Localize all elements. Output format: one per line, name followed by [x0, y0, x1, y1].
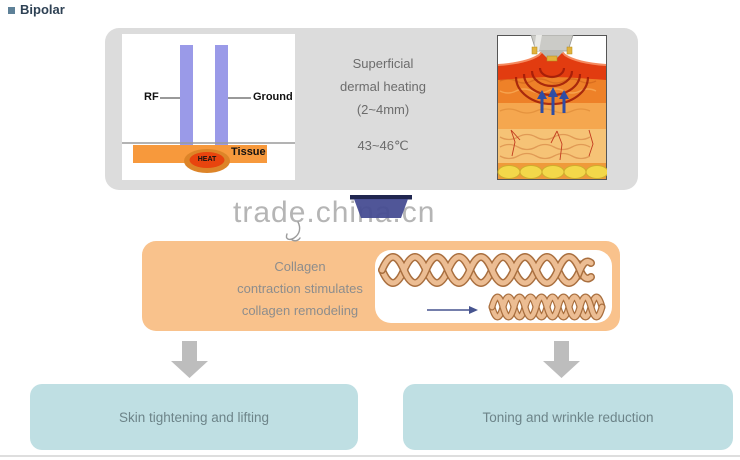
rf-handpiece-icon	[530, 35, 574, 62]
collagen-line-2: contraction stimulates	[237, 281, 363, 296]
epidermis-layer	[498, 45, 606, 80]
watermark-squiggle	[285, 221, 301, 242]
contraction-arrow	[427, 306, 478, 314]
down-arrow-icon-left	[171, 341, 208, 378]
outcome-label: Toning and wrinkle reduction	[482, 409, 654, 425]
outcome-box-toning: Toning and wrinkle reduction	[403, 384, 733, 450]
outcome-box-skin-tightening: Skin tightening and lifting	[30, 384, 358, 450]
heating-temperature: 43~46℃	[357, 138, 409, 153]
heating-line-3: (2~4mm)	[356, 102, 410, 117]
section-header: Bipolar	[8, 2, 65, 17]
rf-label: RF	[144, 91, 159, 103]
square-bullet-icon	[8, 6, 15, 14]
collagen-description: Collagen contraction stimulates collagen…	[150, 256, 450, 322]
watermark-logo-shape	[350, 195, 412, 218]
heating-description: Superficial dermal heating (2~4mm) 43~46…	[320, 52, 446, 157]
section-title: Bipolar	[20, 2, 65, 17]
fat-lobules	[497, 165, 607, 179]
collagen-fiber-graphic	[378, 253, 606, 321]
down-arrow-icon-right	[543, 341, 580, 378]
collagen-helix-contracted	[488, 293, 606, 321]
heating-line-1: Superficial	[352, 56, 414, 71]
collagen-line-1: Collagen	[274, 259, 326, 274]
collagen-panel: Collagen contraction stimulates collagen…	[142, 241, 620, 331]
tissue-label: Tissue	[231, 146, 266, 158]
collagen-line-3: collagen remodeling	[241, 303, 359, 318]
collagen-fiber-illustration	[375, 250, 612, 323]
rf-electrode-bar	[180, 45, 193, 146]
collagen-helix-loose	[378, 253, 595, 287]
heat-flow-arrows	[537, 87, 569, 115]
heat-label: HEAT	[197, 156, 217, 163]
skin-cross-section-illustration	[497, 35, 607, 180]
ground-electrode-bar	[215, 45, 228, 146]
outcome-label: Skin tightening and lifting	[118, 409, 270, 425]
heat-oval-inner	[189, 152, 225, 168]
rf-electrode-diagram: RF Ground Tissue HEAT	[122, 34, 295, 180]
blood-vessels	[510, 129, 594, 161]
ground-label: Ground	[253, 91, 293, 103]
bottom-divider	[0, 455, 740, 457]
heating-line-2: dermal heating	[340, 79, 426, 94]
heating-panel: RF Ground Tissue HEAT Superficial dermal…	[105, 28, 638, 190]
rf-electrode-diagram-graphic	[122, 45, 295, 173]
